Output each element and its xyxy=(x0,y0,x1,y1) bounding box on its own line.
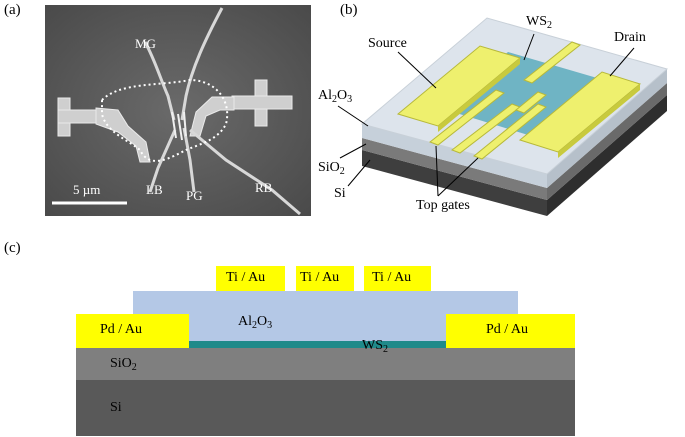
device-sio2-side xyxy=(362,138,547,200)
label-sio2-b: SiO2 xyxy=(318,160,345,177)
contact-left xyxy=(76,314,189,348)
top-gate-3 xyxy=(364,266,431,291)
device-sio2-side-right xyxy=(547,83,667,200)
label-top-gates: Top gates xyxy=(416,198,470,213)
device-al2o3-side xyxy=(362,124,547,188)
panel-b-leader-lines xyxy=(337,33,635,197)
device-top-gate-5 xyxy=(515,91,547,114)
sem-mg-line xyxy=(143,41,176,121)
sem-pg-line xyxy=(182,127,196,193)
al2o3-label: Al2O3 xyxy=(238,314,273,331)
layer-ws2-strip xyxy=(189,341,465,348)
top-gate-2-label: Ti / Au xyxy=(300,270,340,285)
sem-flake-outline xyxy=(101,78,229,162)
device-top-gate-4 xyxy=(522,41,582,84)
top-gate-1 xyxy=(216,266,285,291)
device-si-side xyxy=(362,150,547,216)
si-label: Si xyxy=(110,400,122,415)
label-si-b: Si xyxy=(334,186,346,201)
label-ws2: WS2 xyxy=(526,14,552,31)
label-source: Source xyxy=(368,36,407,51)
sio2-label: SiO2 xyxy=(110,356,137,373)
sem-center-gates xyxy=(171,111,187,141)
sem-label-lb: LB xyxy=(146,182,163,197)
sem-label-pg: PG xyxy=(186,188,203,203)
top-gate-1-label: Ti / Au xyxy=(226,270,266,285)
sem-label-rb: RB xyxy=(255,180,273,195)
device-ws2-flake xyxy=(440,52,604,138)
device-top-gate-1 xyxy=(428,89,506,146)
panel-c-label: (c) xyxy=(4,240,21,256)
contact-right-label: Pd / Au xyxy=(486,322,529,337)
sem-lb-line xyxy=(148,129,177,193)
layer-si xyxy=(76,380,575,436)
top-gate-3-label: Ti / Au xyxy=(372,270,412,285)
contact-left-label: Pd / Au xyxy=(100,322,143,337)
label-al2o3-b: Al2O3 xyxy=(318,88,353,105)
contact-right xyxy=(446,314,575,348)
sem-right-lead xyxy=(189,79,293,137)
panel-a-label: (a) xyxy=(4,2,21,18)
sem-label-mg: MG xyxy=(135,36,156,51)
ws2-label: WS2 xyxy=(362,338,388,355)
sem-rb-line xyxy=(189,128,301,216)
device-al2o3-side-right xyxy=(547,69,667,188)
sem-top-right-line xyxy=(180,7,224,121)
top-gate-2 xyxy=(296,266,354,291)
device-si-side-right xyxy=(547,95,667,216)
device-top-gate-3 xyxy=(473,103,547,160)
sem-left-lead xyxy=(57,97,151,163)
scale-bar-label: 5 µm xyxy=(73,182,101,197)
label-drain: Drain xyxy=(614,30,646,45)
panel-b-label: (b) xyxy=(340,2,358,18)
layer-sio2 xyxy=(76,348,575,380)
